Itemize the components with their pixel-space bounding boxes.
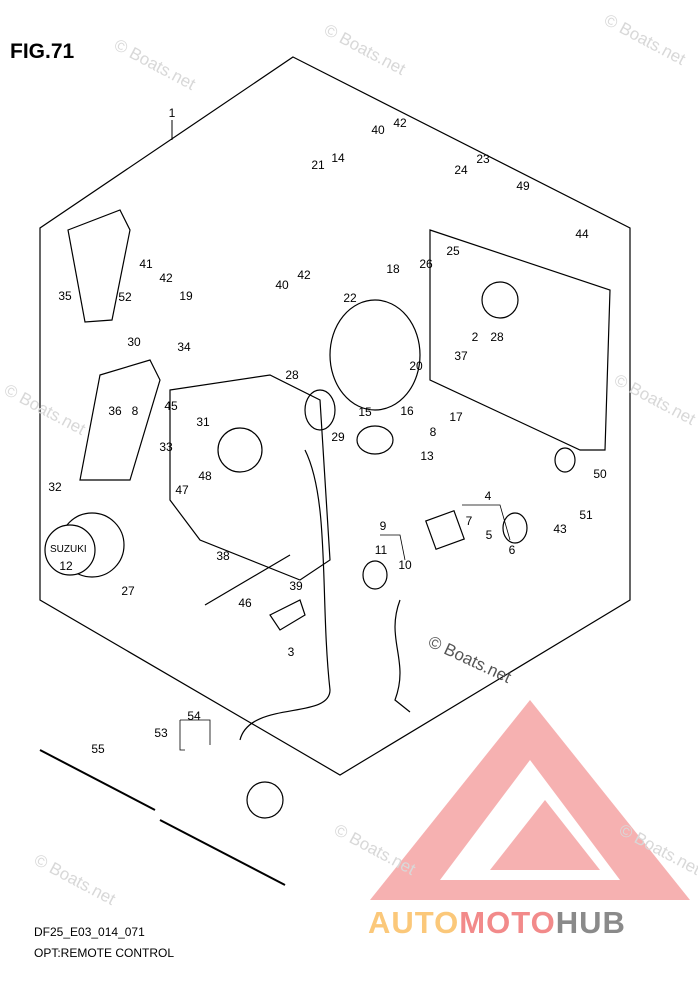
callout: 54	[187, 709, 201, 723]
callout: 40	[275, 278, 289, 292]
callout: 6	[508, 543, 516, 557]
callout: 2	[471, 330, 479, 344]
callout: 12	[59, 559, 73, 573]
callout: 27	[121, 584, 135, 598]
callout: 8	[429, 425, 437, 439]
callout: 23	[476, 152, 490, 166]
callout: 43	[553, 522, 567, 536]
lever-handle: SUZUKI	[44, 209, 161, 578]
callout: 1	[168, 106, 176, 120]
figure-caption: OPT:REMOTE CONTROL	[34, 946, 175, 960]
callout: 35	[58, 289, 72, 303]
callout: 10	[398, 558, 412, 572]
callout: 18	[386, 262, 400, 276]
callout: 5	[485, 528, 493, 542]
callout: 46	[238, 596, 252, 610]
logo-moto: MOTO	[459, 905, 556, 940]
callout: 4	[484, 489, 492, 503]
callout: 52	[118, 290, 132, 304]
callout: 42	[393, 116, 407, 130]
callout: 17	[449, 410, 463, 424]
callout: 34	[177, 340, 191, 354]
callout: 38	[216, 549, 230, 563]
callout: 31	[196, 415, 210, 429]
logo-auto: AUTO	[368, 905, 460, 940]
callout: 20	[409, 359, 423, 373]
callout: 37	[454, 349, 468, 363]
callout: 21	[311, 158, 325, 172]
callout: 32	[48, 480, 62, 494]
callout: 16	[400, 404, 414, 418]
callout: 28	[285, 368, 299, 382]
callout: 3	[287, 645, 295, 659]
callout: 15	[358, 405, 372, 419]
callout: 8	[131, 404, 139, 418]
control-cable	[39, 749, 286, 886]
callout: 51	[579, 508, 593, 522]
callout: 7	[465, 514, 473, 528]
callout: 44	[575, 227, 589, 241]
control-box	[169, 229, 611, 819]
callout: 47	[175, 483, 189, 497]
callout: 42	[159, 271, 173, 285]
callout: 48	[198, 469, 212, 483]
figure-title: FIG.71	[10, 40, 75, 63]
assembly-frame	[39, 56, 631, 776]
automotohub-logo-text: AUTOMOTOHUB	[368, 905, 626, 941]
logo-hub: HUB	[555, 905, 626, 940]
callout: 49	[516, 179, 530, 193]
callout: 25	[446, 244, 460, 258]
callout: 22	[343, 291, 357, 305]
callout: 41	[139, 257, 153, 271]
callout: 42	[297, 268, 311, 282]
callout: 55	[91, 742, 105, 756]
callout: 50	[593, 467, 607, 481]
callout: 53	[154, 726, 168, 740]
callout: 28	[490, 330, 504, 344]
callout: 11	[374, 543, 388, 557]
automotohub-logo-mark	[370, 700, 690, 900]
callout: 26	[419, 257, 433, 271]
callout: 30	[127, 335, 141, 349]
callout: 36	[108, 404, 122, 418]
callout: 39	[289, 579, 303, 593]
callout: 9	[379, 519, 387, 533]
callout: 29	[331, 430, 345, 444]
callout: 33	[159, 440, 173, 454]
callout: 40	[371, 123, 385, 137]
callout: 45	[164, 399, 178, 413]
callout: 14	[331, 151, 345, 165]
figure-code: DF25_E03_014_071	[34, 925, 145, 939]
callout: 24	[454, 163, 468, 177]
callout: 19	[179, 289, 193, 303]
svg-text:SUZUKI: SUZUKI	[50, 544, 87, 555]
callout: 13	[420, 449, 434, 463]
